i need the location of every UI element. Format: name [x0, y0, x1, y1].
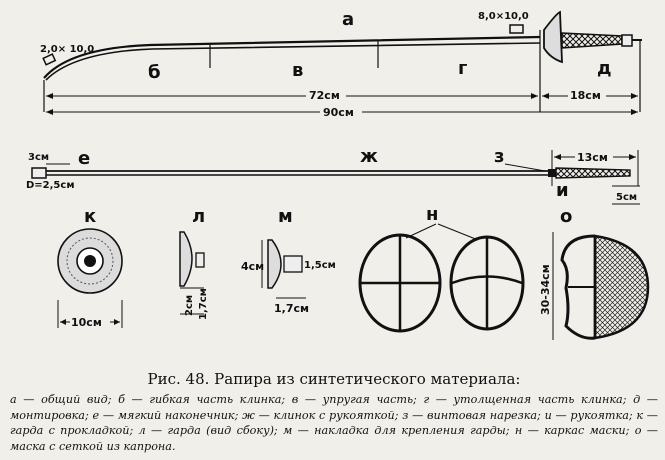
dim-hilt-length: 18см [570, 89, 601, 102]
label-k: к [84, 206, 96, 227]
blade-top-edge [43, 35, 541, 79]
part-m-mount-plate: м 4см 1,5см 1,7см [241, 206, 336, 315]
dim-side-h1: 2см [184, 295, 195, 316]
pommel [621, 34, 633, 47]
legend-item: ж — клинок с рукояткой; [242, 408, 403, 422]
blade-with-grip: 3см е D=2,5см ж з 13см и 5см [26, 146, 640, 205]
label-o: о [560, 206, 572, 227]
dim-soft-tip: 3см [28, 152, 49, 163]
label-z: з [494, 146, 504, 167]
label-zh: ж [360, 146, 378, 167]
tip-block [42, 53, 57, 66]
part-k-guard-pad: к 10см [57, 206, 123, 329]
legend-item: л — гарда (вид сбоку); [138, 424, 284, 437]
legend-item: е — мягкий наконечник; [92, 408, 243, 422]
dim-tip-size: 2,0× 10,0 [40, 44, 94, 55]
legend-item: з — винтовая нарезка; [402, 408, 545, 422]
guard-bell [543, 10, 563, 64]
guard-block [509, 24, 524, 34]
label-n: н [426, 204, 438, 225]
legend-item: и — рукоятка; [544, 408, 637, 422]
dim-blade-length: 72см [309, 89, 340, 102]
dim-mount-w1: 1,5см [304, 260, 336, 271]
legend-item: б — гибкая часть клинка; [118, 393, 292, 406]
general-view: а 2,0× 10,0 8,0×10,0 б в г д 72см 18см [40, 9, 642, 119]
label-m: м [278, 206, 293, 227]
legend-item: о — маска с сеткой из капрона. [10, 424, 658, 453]
legend-item: м — накладка для крепления гарды; [283, 424, 515, 437]
label-a: а [342, 9, 354, 30]
label-e: е [78, 148, 90, 169]
dim-mount-w2: 1,7см [274, 302, 309, 315]
label-v: в [292, 60, 303, 81]
dim-mask-height: 30-34см [539, 264, 552, 315]
label-b: б [148, 62, 161, 83]
handle [555, 167, 631, 179]
legend-item: н — каркас маски; [514, 424, 635, 437]
mask-mesh [593, 234, 650, 340]
dim-guard-width: 10см [71, 316, 102, 329]
dim-grip-end: 5см [616, 192, 637, 203]
grip [561, 32, 623, 49]
part-o-mask-mesh: о 30-34см [539, 206, 650, 340]
label-l: л [192, 206, 205, 227]
label-i: и [556, 180, 569, 201]
figure-legend: а — общий вид; б — гибкая часть клинка; … [10, 392, 658, 454]
legend-item: д — монтировка; [10, 393, 658, 422]
dim-grip-length: 13см [577, 151, 608, 164]
dim-tip-diameter: D=2,5см [26, 180, 75, 191]
part-l-guard-side: л 2см 1,7см [179, 206, 209, 320]
label-d: д [597, 58, 612, 79]
figure-caption: Рис. 48. Рапира из синтетического матери… [147, 370, 521, 388]
dim-total-length: 90см [323, 106, 354, 119]
dim-guard-block: 8,0×10,0 [478, 11, 529, 22]
legend-item: а — общий вид; [10, 393, 119, 406]
dim-side-h2: 1,7см [198, 288, 209, 320]
blade-bottom-edge [45, 42, 541, 81]
legend-item: в — упругая часть; [291, 393, 424, 406]
label-g: г [458, 58, 467, 79]
soft-tip [31, 167, 47, 179]
legend-item: г — утолщенная часть клинка; [423, 393, 634, 406]
part-n-mask-frame: н [358, 204, 525, 333]
legend-item: к — гарда с прокладкой; [10, 408, 658, 438]
dim-mount-height: 4см [241, 260, 264, 273]
